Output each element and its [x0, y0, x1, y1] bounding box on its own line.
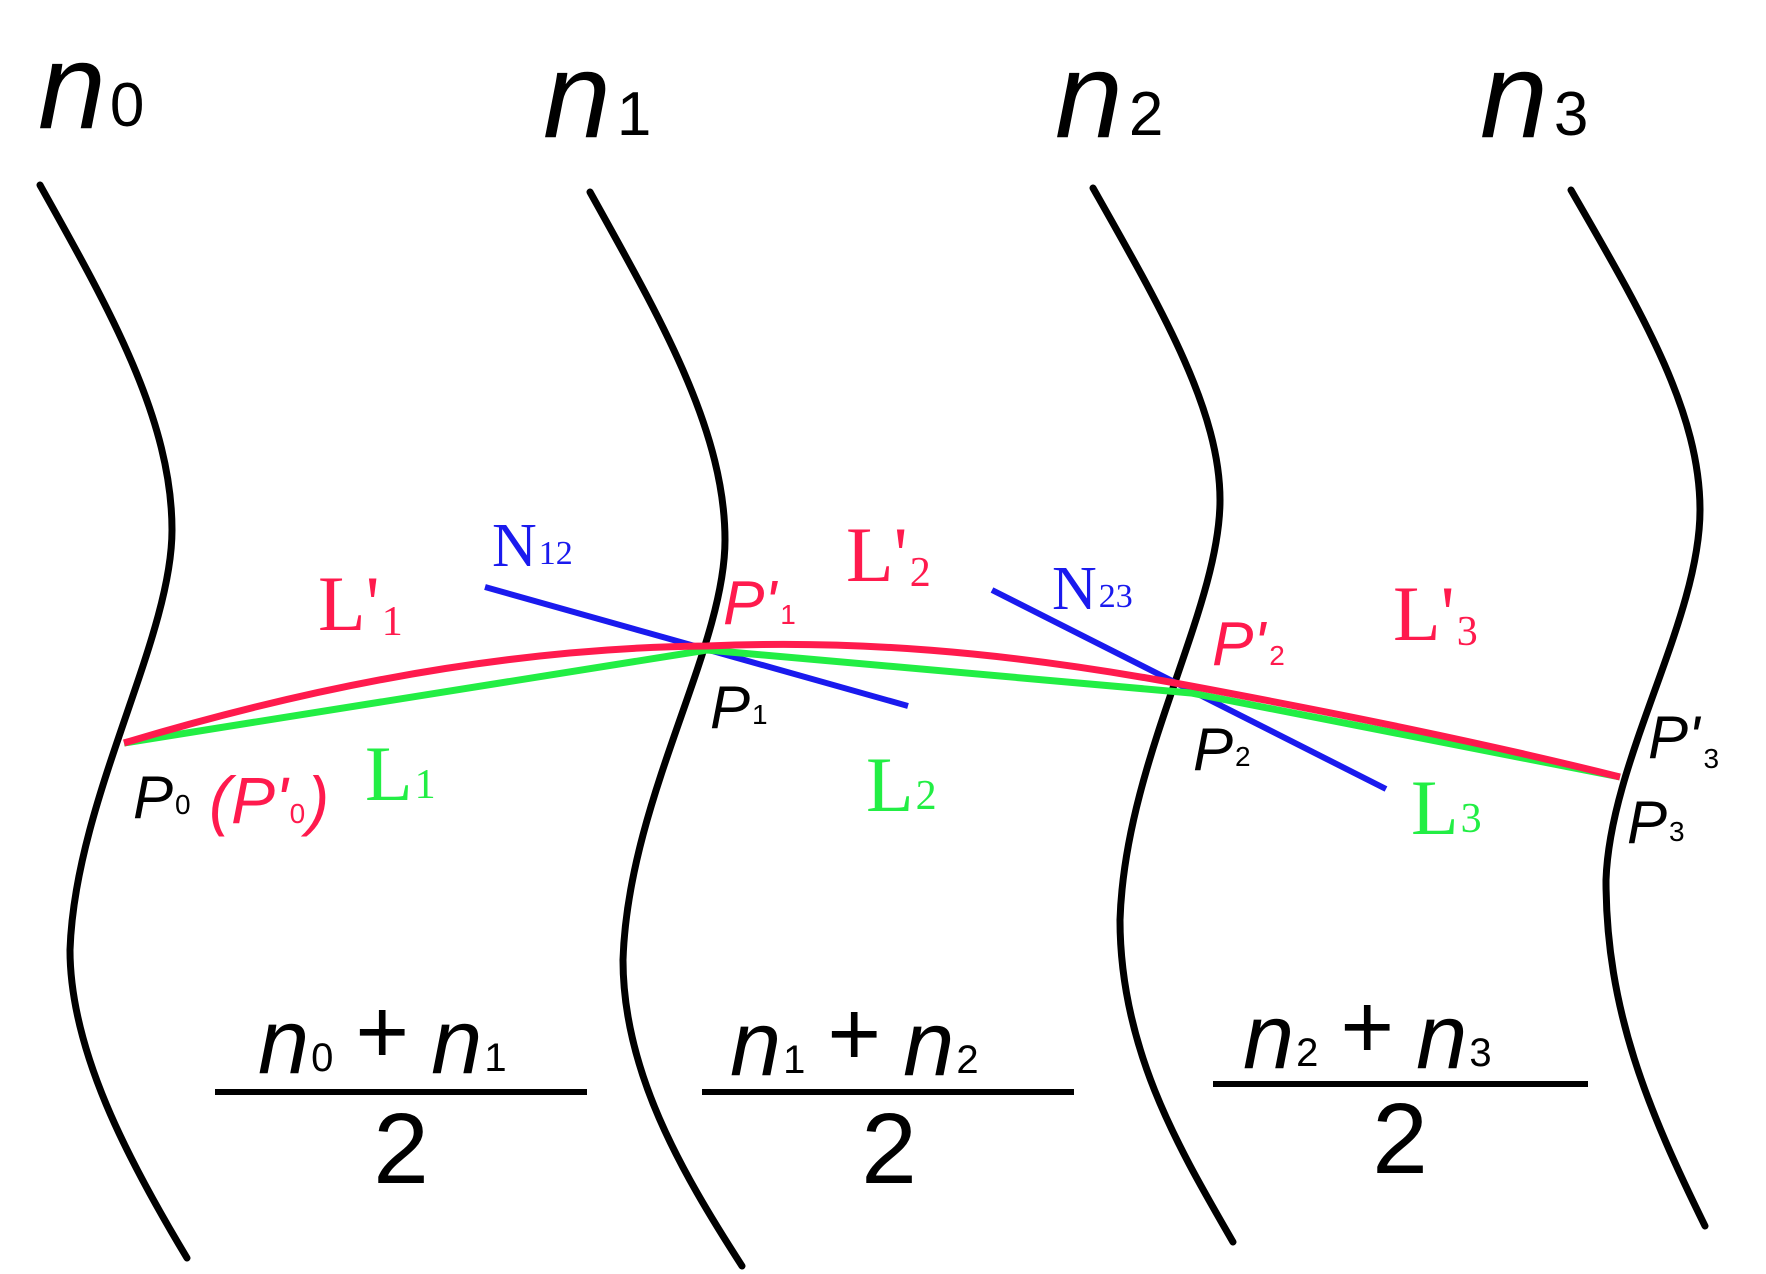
- fraction-bar: [1213, 1081, 1588, 1087]
- straight-path-l: [123, 646, 1621, 781]
- label-l2: L2: [866, 741, 937, 828]
- label-n12: N12: [492, 512, 573, 580]
- fraction-numerator: n1+n2: [730, 983, 979, 1095]
- point-label-p2: P2: [1193, 716, 1251, 783]
- normal-labels: N12 N23: [492, 512, 1133, 623]
- boundary-curve-n2: [1089, 184, 1237, 1246]
- boundary-curve-n3: [1567, 186, 1709, 1230]
- point-label-p1: P1: [710, 674, 768, 741]
- point-labels: P0 P1 P2 P'3 P3: [133, 674, 1719, 856]
- boundary-curve-n1: [586, 188, 746, 1270]
- medium-label-n2: n2: [1055, 27, 1163, 163]
- point-label-p0: P0: [133, 764, 191, 831]
- label-l3: L3: [1411, 764, 1482, 851]
- fraction-bar: [215, 1089, 587, 1095]
- label-l1: L1: [365, 730, 436, 817]
- label-l-prime-2: L'2: [846, 511, 931, 598]
- refracted-path-labels: L'1 L'2 L'3: [318, 511, 1478, 657]
- boundary-curve-n0: [36, 181, 191, 1262]
- fraction-denominator: 2: [861, 1093, 917, 1205]
- straight-path-labels: L1 L2 L3: [365, 730, 1482, 851]
- fraction-n0-n1: n0+n1 2: [215, 981, 587, 1205]
- fraction-denominator: 2: [373, 1093, 429, 1205]
- label-l-prime-1: L'1: [318, 560, 403, 647]
- point-label-p0-prime: (P'0): [209, 763, 329, 837]
- point-label-p3: P3: [1627, 789, 1685, 856]
- fraction-n2-n3: n2+n3 2: [1213, 976, 1588, 1195]
- medium-label-n1: n1: [543, 27, 651, 163]
- fraction-denominator: 2: [1372, 1083, 1428, 1195]
- fraction-bar: [702, 1089, 1074, 1095]
- point-label-p2-prime: P'2: [1212, 610, 1285, 679]
- point-label-p1-prime: P'1: [723, 569, 796, 638]
- fraction-numerator: n2+n3: [1243, 976, 1492, 1088]
- medium-label-n3: n3: [1480, 27, 1588, 163]
- label-l-prime-3: L'3: [1393, 570, 1478, 657]
- average-index-fractions: n0+n1 2 n1+n2 2 n2+n3 2: [215, 976, 1588, 1205]
- label-n23: N23: [1052, 555, 1133, 623]
- refracted-path-l-prime: [122, 640, 1621, 781]
- fraction-n1-n2: n1+n2 2: [702, 983, 1074, 1205]
- point-label-p3-prime: P'3: [1648, 704, 1719, 774]
- point-labels-refracted: (P'0) P'1 P'2: [209, 569, 1285, 837]
- medium-labels: n0 n1 n2 n3: [38, 18, 1588, 163]
- medium-label-n0: n0: [38, 18, 144, 154]
- fraction-numerator: n0+n1: [258, 981, 507, 1093]
